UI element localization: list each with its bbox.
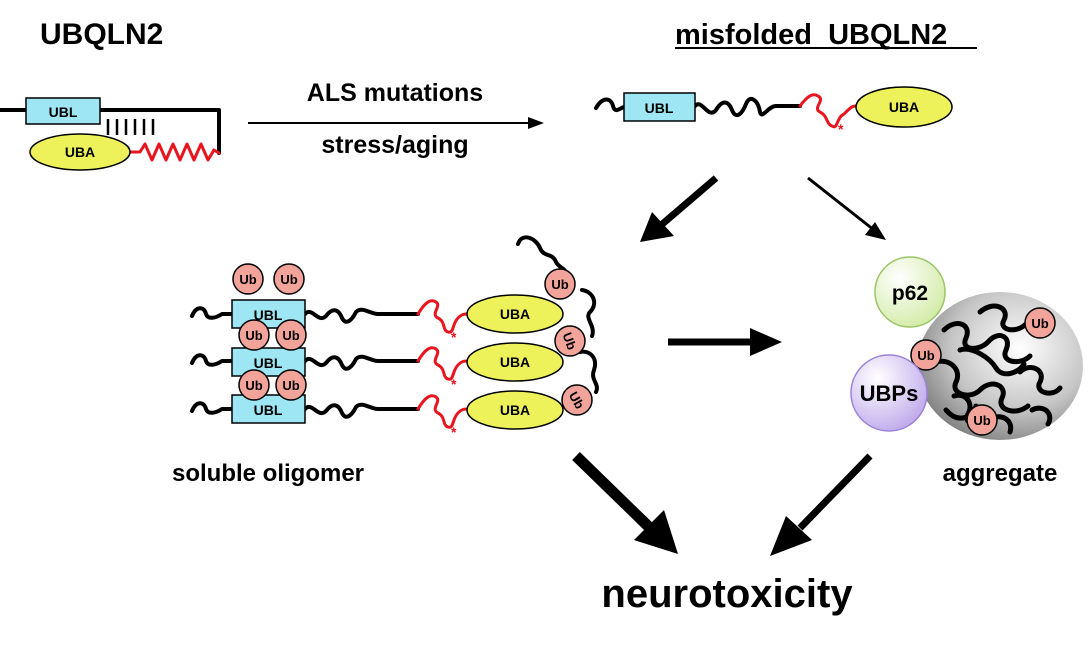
uba-domain xyxy=(855,86,953,128)
uba-domain xyxy=(466,294,564,334)
native-ubqln2: UBL UBA xyxy=(0,97,221,171)
svg-text:Ub: Ub xyxy=(282,328,299,343)
arrow-to-aggregate xyxy=(807,176,886,240)
ubl-label: UBL xyxy=(254,307,283,323)
ub-circle: Ub xyxy=(238,369,270,401)
ub-circle: Ub xyxy=(275,369,307,401)
ub-circle: Ub xyxy=(238,319,270,351)
mutation-asterisk: * xyxy=(451,376,457,392)
misfolded-ubqln2-title: misfolded UBQLN2 xyxy=(675,19,947,51)
mutation-asterisk: * xyxy=(838,121,844,137)
uba-label: UBA xyxy=(889,99,919,115)
ubl-label: UBL xyxy=(49,104,78,120)
conversion-arrow xyxy=(248,117,544,129)
arrow-label-stress: stress/aging xyxy=(321,131,468,159)
uba-domain xyxy=(29,133,131,171)
interaction-dashes xyxy=(106,119,155,135)
arrow-label-mutations: ALS mutations xyxy=(307,79,483,107)
neurotoxicity-label: neurotoxicity xyxy=(601,572,853,616)
svg-text:Ub: Ub xyxy=(917,348,934,363)
uba-label: UBA xyxy=(500,402,530,418)
uba-label: UBA xyxy=(65,144,95,160)
svg-text:Ub: Ub xyxy=(282,378,299,393)
misfolded-ubqln2: * UBL UBA xyxy=(594,86,953,137)
ubl-label: UBL xyxy=(254,402,283,418)
arrow-oligomer-to-aggregate xyxy=(668,328,782,356)
ub-circle: Ub xyxy=(561,384,593,416)
mutation-asterisk: * xyxy=(451,424,457,440)
ubl-label: UBL xyxy=(645,100,674,116)
svg-text:Ub: Ub xyxy=(560,330,580,351)
ub-circle: Ub xyxy=(910,339,942,371)
uba-label: UBA xyxy=(500,354,530,370)
p62-label: p62 xyxy=(892,282,928,305)
uba-label: UBA xyxy=(500,306,530,322)
svg-text:Ub: Ub xyxy=(551,277,568,292)
ub-circle: Ub xyxy=(273,263,305,295)
ub-circle: Ub xyxy=(966,404,998,436)
arrow-to-oligomer xyxy=(640,175,719,242)
ub-circle: Ub xyxy=(275,319,307,351)
ubqln2-title: UBQLN2 xyxy=(40,18,163,51)
ubps-label: UBPs xyxy=(860,381,919,406)
svg-text:Ub: Ub xyxy=(239,272,256,287)
svg-text:Ub: Ub xyxy=(245,378,262,393)
aggregate-label: aggregate xyxy=(943,460,1058,487)
ubl-domain xyxy=(623,92,696,122)
svg-text:Ub: Ub xyxy=(1031,316,1048,331)
ub-circle: Ub xyxy=(554,325,586,357)
soluble-oligomer: * UBL UBA * UBL UBA * UBL UBA Ub Ub Ub U… xyxy=(190,235,599,440)
soluble-oligomer-label: soluble oligomer xyxy=(172,460,364,487)
svg-text:Ub: Ub xyxy=(280,272,297,287)
uba-domain xyxy=(466,390,564,430)
ubps-protein: UBPs xyxy=(850,354,928,432)
ubl-label: UBL xyxy=(254,355,283,371)
ubl-domain xyxy=(25,97,101,125)
arrow-aggregate-to-neurotoxicity xyxy=(770,453,873,556)
ub-circle: Ub xyxy=(232,263,264,295)
uba-domain xyxy=(466,342,564,382)
ub-circle: Ub xyxy=(1024,307,1056,339)
svg-text:Ub: Ub xyxy=(973,413,990,428)
arrow-oligomer-to-neurotoxicity xyxy=(572,452,678,554)
svg-text:Ub: Ub xyxy=(245,328,262,343)
p62-protein: p62 xyxy=(874,256,946,328)
aggregate: Ub Ub Ub p62 UBPs xyxy=(850,256,1083,440)
ub-circle: Ub xyxy=(544,268,576,300)
mutation-asterisk: * xyxy=(451,329,457,345)
